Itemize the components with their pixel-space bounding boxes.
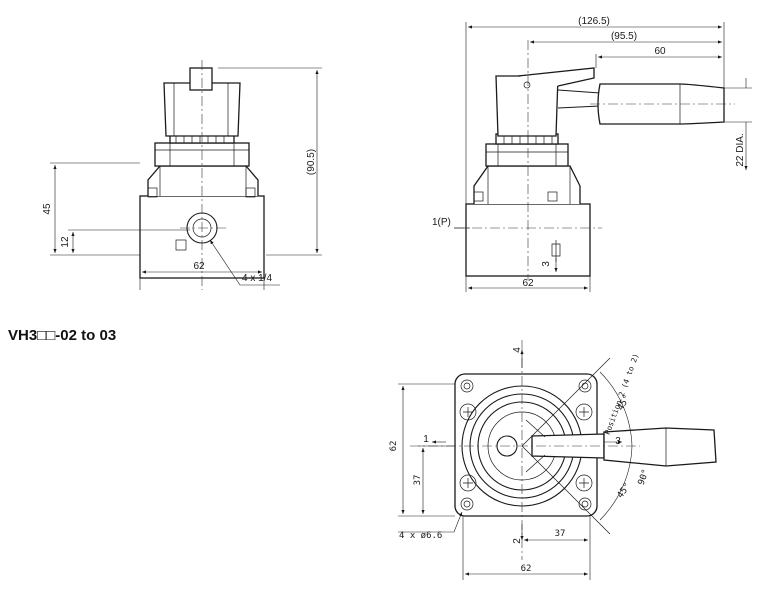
top-dim-half-width: 37: [555, 529, 566, 539]
top-view: [398, 340, 717, 580]
front-view: [50, 60, 322, 290]
front-dim-port-height: 12: [60, 236, 71, 248]
side-port-3: 3: [541, 261, 552, 267]
model-heading: VH3□□-02 to 03: [8, 327, 117, 344]
top-angle-total: 90°: [637, 468, 652, 487]
side-dim-handle-dia: 22 DIA.: [735, 133, 746, 166]
top-port-2: 2: [512, 538, 523, 544]
front-port-callout: 4 x 1/4: [242, 273, 272, 284]
front-dim-total-height: (90.5): [306, 149, 317, 175]
top-holes-callout: 4 x ø6.6: [399, 531, 442, 541]
top-dim-width: 62: [521, 564, 532, 574]
top-port-1: 1: [423, 434, 429, 445]
side-dim-mid-length: (95.5): [611, 31, 637, 42]
top-position-note: Position 2 (4 to 2): [603, 352, 641, 436]
side-view: [454, 22, 752, 292]
side-dim-handle-length: 60: [654, 46, 666, 57]
side-port-p: 1(P): [432, 217, 451, 228]
top-dim-half-height: 37: [413, 475, 423, 486]
top-port-3: 3: [615, 436, 621, 447]
front-dim-width: 62: [193, 261, 205, 272]
top-port-4: 4: [512, 347, 523, 353]
front-dim-base-height: 45: [42, 203, 53, 215]
top-dim-height: 62: [389, 441, 399, 452]
side-dim-overall-length: (126.5): [578, 16, 610, 27]
top-angle-lower: 45°: [616, 481, 634, 500]
side-dim-width: 62: [522, 278, 534, 289]
